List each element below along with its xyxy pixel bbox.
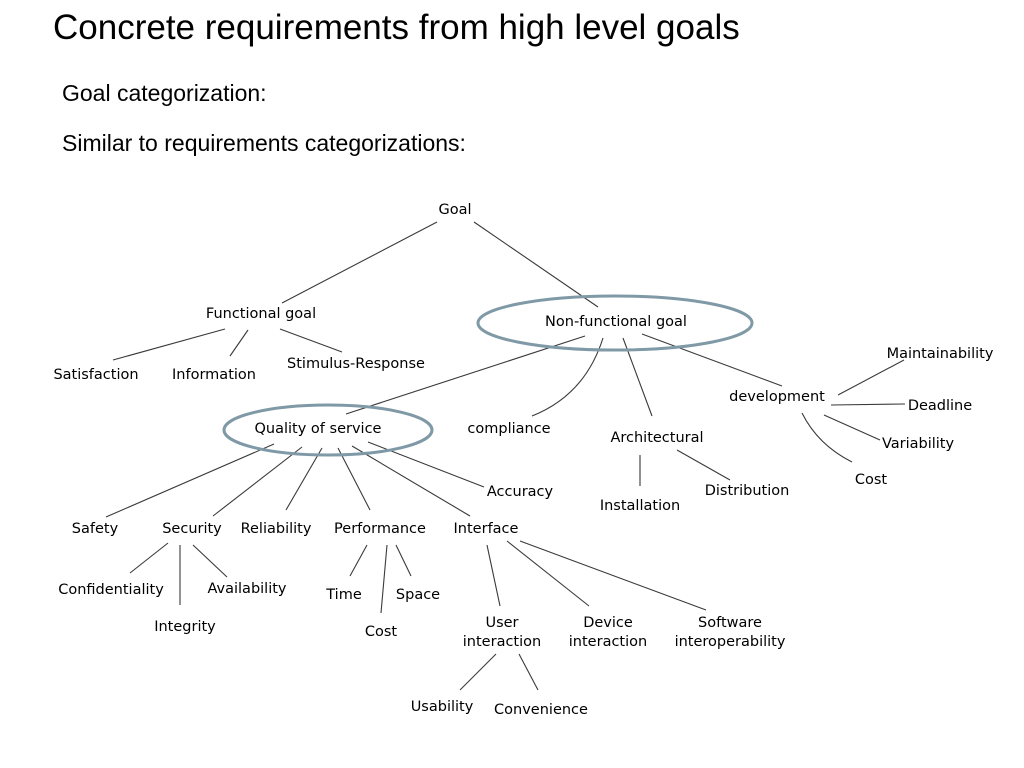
node-distribution: Distribution bbox=[705, 483, 790, 499]
edge-qos-reliability bbox=[285, 447, 323, 511]
node-information: Information bbox=[172, 367, 256, 383]
edge-functional-satisfaction bbox=[112, 328, 226, 361]
edge-functional-information bbox=[229, 329, 249, 357]
edge-performance-time bbox=[349, 544, 368, 577]
node-maintainability: Maintainability bbox=[887, 346, 994, 362]
node-reliability: Reliability bbox=[241, 521, 312, 537]
edge-security-availability bbox=[192, 544, 228, 578]
node-architectural: Architectural bbox=[610, 430, 703, 446]
edge-functional-stimulus bbox=[279, 328, 343, 353]
node-security: Security bbox=[162, 521, 222, 537]
highlight-ring-qos bbox=[222, 403, 434, 457]
edge-qos-accuracy bbox=[367, 441, 485, 488]
node-time: Time bbox=[325, 587, 362, 603]
tree-nodes: Goal Functional goal Non-functional goal… bbox=[53, 202, 993, 718]
node-confidentiality: Confidentiality bbox=[58, 582, 164, 598]
node-space: Space bbox=[396, 587, 440, 603]
bullet-similar-categorizations: Similar to requirements categorizations: bbox=[62, 130, 466, 156]
edge-qos-security bbox=[212, 446, 303, 517]
node-deadline: Deadline bbox=[908, 398, 972, 414]
node-safety: Safety bbox=[72, 521, 119, 537]
node-user-interaction-line2: interaction bbox=[463, 634, 541, 650]
node-development: development bbox=[729, 389, 825, 405]
node-device-interaction-line2: interaction bbox=[569, 634, 647, 650]
edge-security-confidentiality bbox=[129, 542, 169, 574]
edge-qos-safety bbox=[105, 443, 275, 518]
node-integrity: Integrity bbox=[154, 619, 216, 635]
node-non-functional-goal: Non-functional goal bbox=[545, 314, 687, 330]
edge-goal-nonfunctional bbox=[473, 221, 599, 308]
edge-interface-software bbox=[519, 540, 707, 611]
highlight-ring-nonfunctional bbox=[476, 294, 754, 352]
edge-nonfunctional-development bbox=[641, 333, 783, 387]
edge-qos-performance bbox=[337, 447, 371, 511]
slide-title: Concrete requirements from high level go… bbox=[53, 8, 740, 47]
node-interface: Interface bbox=[454, 521, 519, 537]
node-compliance: compliance bbox=[467, 421, 550, 437]
edge-user-convenience bbox=[518, 653, 539, 691]
edge-interface-user bbox=[486, 544, 501, 607]
node-convenience: Convenience bbox=[494, 702, 588, 718]
node-accuracy: Accuracy bbox=[487, 484, 554, 500]
edge-performance-cost bbox=[380, 544, 388, 614]
node-performance-cost: Cost bbox=[365, 624, 398, 640]
bullet-goal-categorization: Goal categorization: bbox=[62, 80, 267, 106]
edge-development-deadline bbox=[830, 403, 906, 406]
node-software-interop-line1: Software bbox=[698, 615, 762, 631]
node-quality-of-service: Quality of service bbox=[255, 421, 382, 437]
node-functional-goal: Functional goal bbox=[206, 306, 316, 322]
node-availability: Availability bbox=[207, 581, 286, 597]
edge-development-variability bbox=[823, 414, 881, 441]
edge-development-maintainability bbox=[837, 359, 905, 396]
node-satisfaction: Satisfaction bbox=[53, 367, 138, 383]
node-usability: Usability bbox=[411, 699, 474, 715]
node-user-interaction-line1: User bbox=[485, 615, 518, 631]
edge-goal-functional bbox=[281, 221, 438, 304]
node-device-interaction-line1: Device bbox=[583, 615, 633, 631]
node-software-interop-line2: interoperability bbox=[675, 634, 786, 650]
node-development-cost: Cost bbox=[855, 472, 888, 488]
edge-architectural-distribution bbox=[676, 449, 731, 481]
edge-performance-space bbox=[395, 544, 412, 577]
edge-development-cost bbox=[801, 412, 853, 463]
node-stimulus-response: Stimulus-Response bbox=[287, 356, 425, 372]
edge-interface-device bbox=[506, 540, 590, 607]
node-installation: Installation bbox=[600, 498, 680, 514]
node-variability: Variability bbox=[882, 436, 955, 452]
node-goal: Goal bbox=[438, 202, 471, 218]
tree-edges bbox=[105, 221, 906, 691]
edge-qos-interface bbox=[351, 445, 471, 517]
edge-user-usability bbox=[459, 653, 497, 691]
edge-nonfunctional-qos bbox=[345, 335, 586, 415]
node-performance: Performance bbox=[334, 521, 426, 537]
